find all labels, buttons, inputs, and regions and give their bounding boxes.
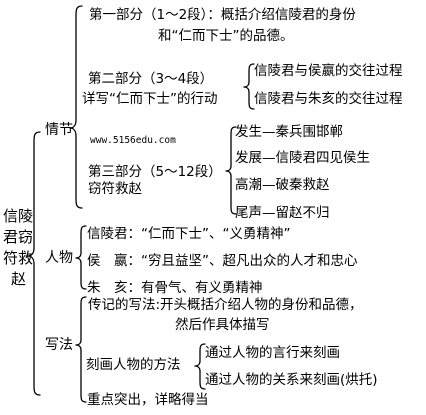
writing-label: 写法	[45, 337, 73, 353]
writing-item-1-line-1: 传记的写法:开头概括介绍人物的身份和品德，	[88, 297, 363, 313]
writing-method-item-1: 通过人物的言行来刻画	[205, 345, 340, 361]
root-line-3: 符救	[3, 249, 34, 267]
part2-bracket	[243, 63, 255, 110]
writing-item-3: 重点突出，详略得当	[87, 392, 209, 408]
part3-bracket	[225, 126, 237, 215]
part1-line-1: 第一部分（1～2段）：概括介绍信陵君的身份	[89, 7, 356, 23]
root-line-2: 君窃	[3, 228, 34, 246]
root-bracket	[27, 131, 41, 396]
root-line-1: 信陵	[3, 207, 34, 225]
plot-bracket	[69, 5, 83, 209]
part3-item-1: 发生—秦兵围邯郸	[235, 124, 343, 140]
root-line-4: 赵	[11, 270, 27, 288]
method-bracket	[194, 343, 206, 390]
character-item-1: 信陵君：“仁而下士”、“义勇精神”	[87, 226, 291, 242]
part3-item-3: 高潮—破秦救赵	[235, 177, 330, 193]
watermark: www.5156edu.com	[90, 135, 176, 146]
writing-bracket	[75, 296, 87, 403]
characters-label: 人物	[45, 250, 73, 266]
writing-method-item-2: 通过人物的关系来刻画(烘托)	[205, 372, 378, 388]
part3-item-2: 发展—信陵君四见侯生	[235, 150, 370, 166]
characters-bracket	[75, 225, 87, 290]
character-item-2: 侯 嬴：“穷且益坚”、超凡出众的人才和忠心	[87, 253, 358, 269]
part2-line-1: 第二部分（3～4段）	[88, 71, 214, 87]
writing-method-label: 刻画人物的方法	[86, 357, 181, 373]
plot-label: 情节	[45, 122, 73, 138]
part3-item-4: 尾声—留赵不归	[235, 205, 330, 221]
character-item-3: 朱 亥：有骨气、有义勇精神	[87, 280, 263, 296]
part2-line-2: 详写“仁而下士”的行动	[82, 91, 218, 107]
writing-item-1-line-2: 然后作具体描写	[175, 317, 270, 333]
part2-item-2: 信陵君与朱亥的交往过程	[254, 91, 403, 107]
part2-item-1: 信陵君与侯嬴的交往过程	[254, 63, 403, 79]
part1-line-2: 和“仁而下士”的品德。	[158, 28, 294, 44]
part3-line-1: 第三部分（5～12段）	[88, 164, 222, 180]
part3-line-2: 窃符救赵	[88, 181, 142, 197]
